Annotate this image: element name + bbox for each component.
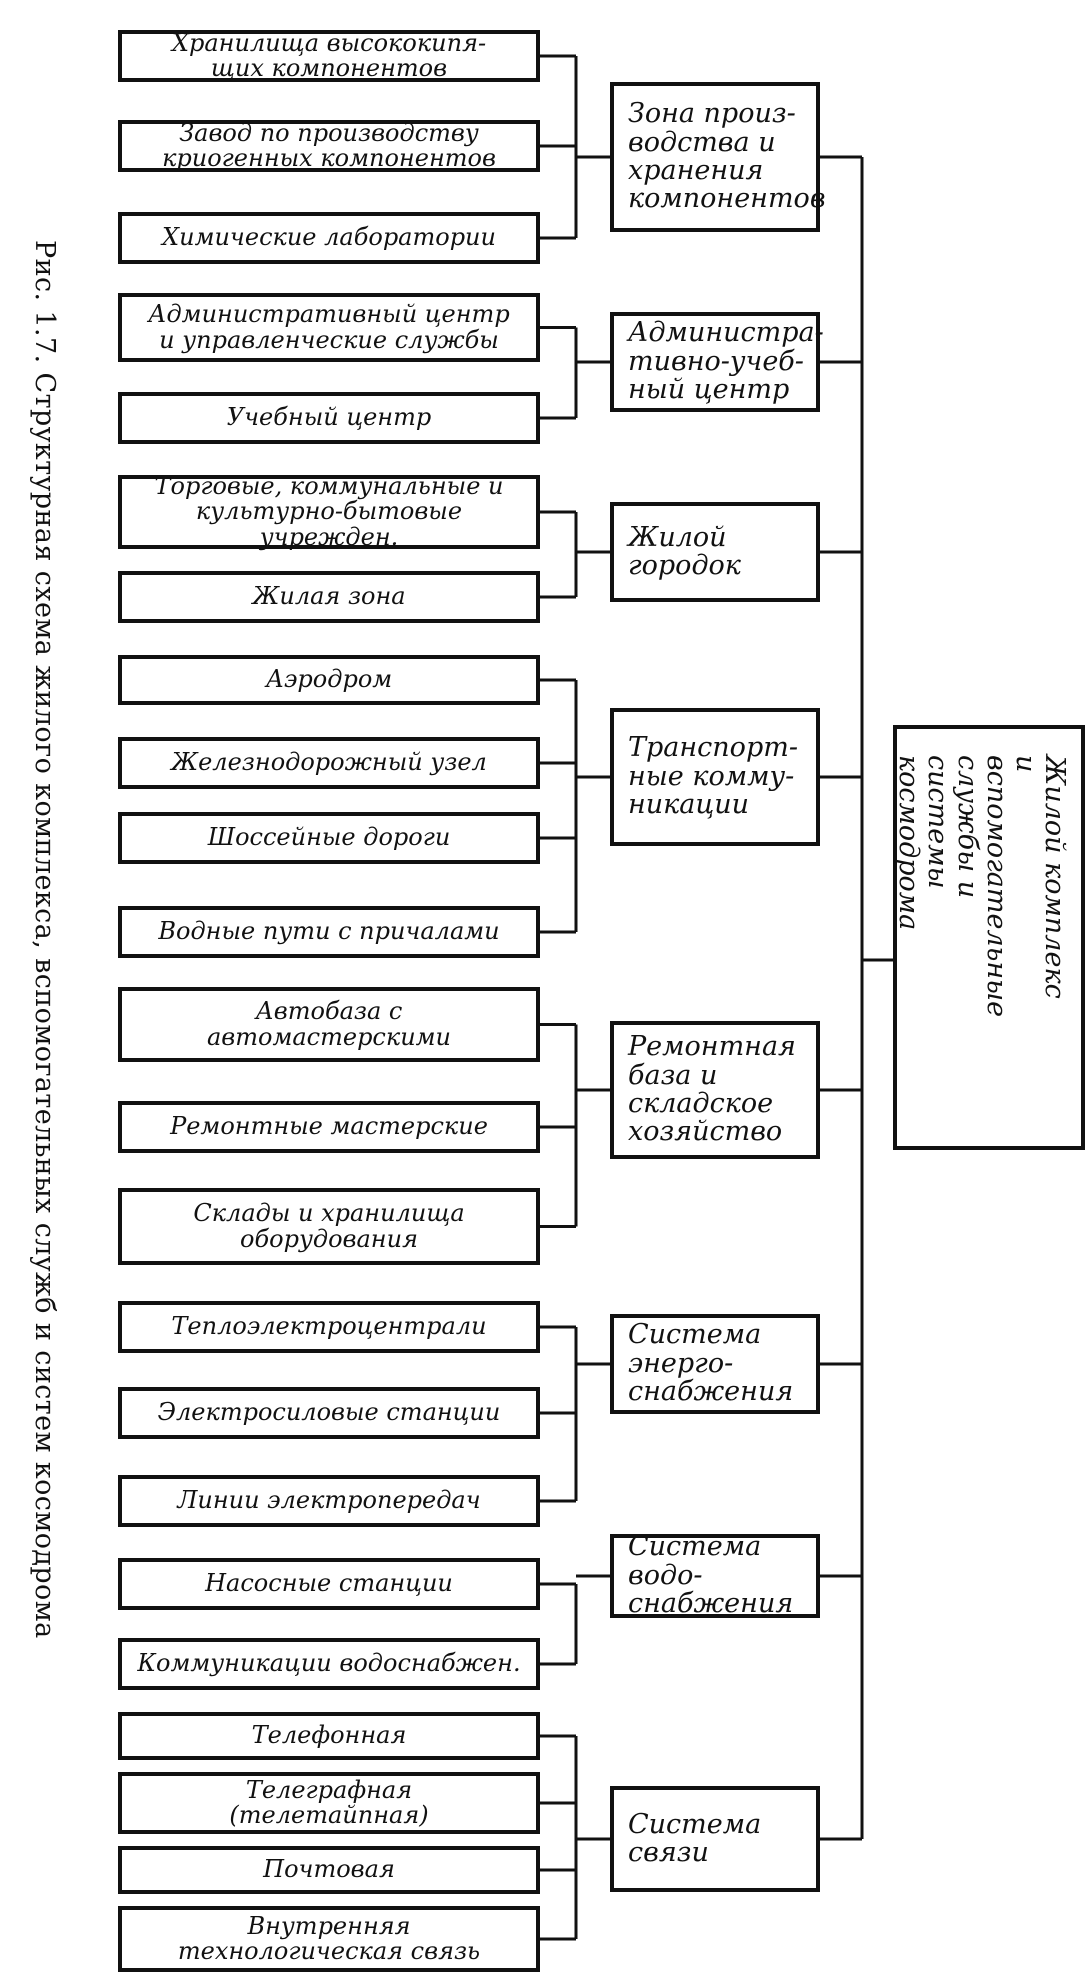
- group-box: Система энерго- снабжения: [610, 1314, 820, 1414]
- group-box: Жилой городок: [610, 502, 820, 602]
- subsystem-box: Хранилища высококипя- щих компонентов: [118, 30, 540, 82]
- group-box: Система водо- снабжения: [610, 1533, 820, 1618]
- subsystem-box: Химические лаборатории: [118, 212, 540, 264]
- subsystem-box: Учебный центр: [118, 392, 540, 444]
- subsystem-box: Ремонтные мастерские: [118, 1101, 540, 1153]
- subsystem-box: Телефонная: [118, 1712, 540, 1760]
- root-box: Жилой комплекс и вспомогательные службы …: [893, 725, 1085, 1150]
- subsystem-box: Завод по производству криогенных компоне…: [118, 120, 540, 172]
- subsystem-box: Водные пути с причалами: [118, 906, 540, 958]
- subsystem-box: Железнодорожный узел: [118, 737, 540, 789]
- subsystem-box: Внутренняя технологическая связь: [118, 1906, 540, 1972]
- group-box: Ремонтная база и складское хозяйство: [610, 1021, 820, 1159]
- group-box: Система связи: [610, 1786, 820, 1892]
- group-box: Администра- тивно-учеб- ный центр: [610, 312, 824, 412]
- subsystem-box: Теплоэлектроцентрали: [118, 1301, 540, 1353]
- subsystem-box: Линии электропередач: [118, 1475, 540, 1527]
- subsystem-box: Телеграфная (телетайпная): [118, 1772, 540, 1834]
- subsystem-box: Торговые, коммунальные и культурно-бытов…: [118, 474, 540, 549]
- group-box: Транспорт- ные комму- никации: [610, 708, 820, 846]
- subsystem-box: Шоссейные дороги: [118, 812, 540, 864]
- subsystem-box: Электросиловые станции: [118, 1387, 540, 1439]
- subsystem-box: Аэродром: [118, 655, 540, 705]
- subsystem-box: Склады и хранилища оборудования: [118, 1188, 540, 1265]
- subsystem-box: Коммуникации водоснабжен.: [118, 1638, 540, 1690]
- group-box: Зона произ- водства и хранения компонент…: [610, 82, 826, 232]
- subsystem-box: Почтовая: [118, 1846, 540, 1894]
- subsystem-box: Автобаза с автомастерскими: [118, 987, 540, 1062]
- root-label: Жилой комплекс и вспомогательные службы …: [893, 755, 1070, 1018]
- subsystem-box: Насосные станции: [118, 1558, 540, 1610]
- subsystem-box: Жилая зона: [118, 571, 540, 623]
- figure-caption: Рис. 1.7. Структурная схема жилого компл…: [29, 240, 60, 1639]
- subsystem-box: Административный центр и управленческие …: [118, 293, 540, 362]
